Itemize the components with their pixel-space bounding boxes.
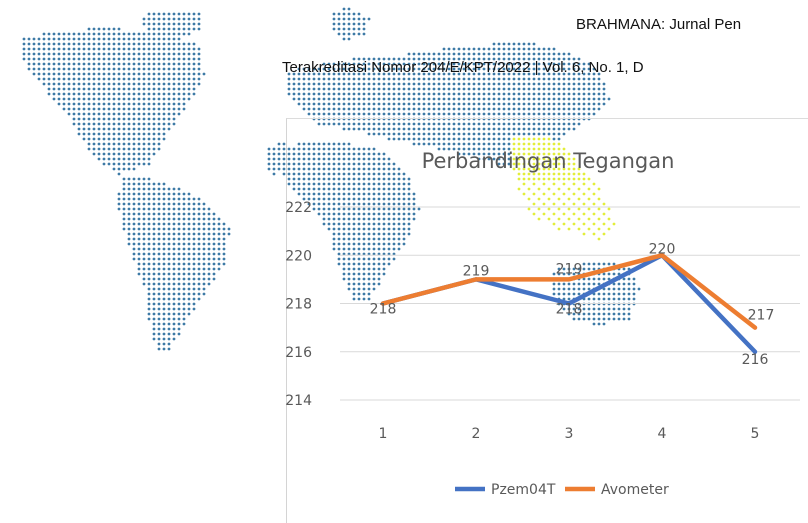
- x-tick-label: 4: [658, 426, 667, 442]
- legend-item: Pzem04T: [455, 482, 556, 498]
- data-label: 219: [556, 261, 583, 277]
- x-tick-label: 1: [379, 426, 388, 442]
- series-lines: [380, 253, 758, 354]
- journal-header-line1: BRAHMANA: Jurnal Pen: [576, 16, 742, 33]
- journal-header-line2: Terakreditasi Nomor 204/E/KPT/2022 | Vol…: [282, 59, 644, 76]
- y-tick-label: 220: [285, 248, 312, 264]
- y-tick-label: 218: [285, 297, 312, 313]
- x-axis-ticks: 1 2 3 4 5: [379, 426, 760, 442]
- data-label: 218: [370, 302, 397, 318]
- y-tick-label: 216: [285, 345, 312, 361]
- data-label: 220: [649, 241, 676, 257]
- legend-label: Avometer: [601, 482, 669, 498]
- y-tick-label: 214: [285, 393, 312, 409]
- legend-item: Avometer: [565, 482, 669, 498]
- data-label: 219: [463, 263, 490, 279]
- x-tick-label: 2: [472, 426, 481, 442]
- data-label: 217: [748, 308, 775, 324]
- x-tick-label: 3: [565, 426, 574, 442]
- y-tick-label: 222: [285, 200, 312, 216]
- chart-legend: Pzem04T Avometer: [455, 482, 669, 498]
- data-label: 218: [556, 302, 583, 318]
- y-axis-ticks: 214 216 218 220 222: [285, 200, 312, 409]
- chart-title: Perbandingan Tegangan: [422, 149, 675, 173]
- chart-frame: [286, 118, 808, 523]
- series-line-avometer: [380, 253, 758, 330]
- legend-label: Pzem04T: [491, 482, 556, 498]
- data-labels: 218 219 218 220 216 219 217: [370, 241, 775, 368]
- data-label: 216: [742, 352, 769, 368]
- x-tick-label: 5: [751, 426, 760, 442]
